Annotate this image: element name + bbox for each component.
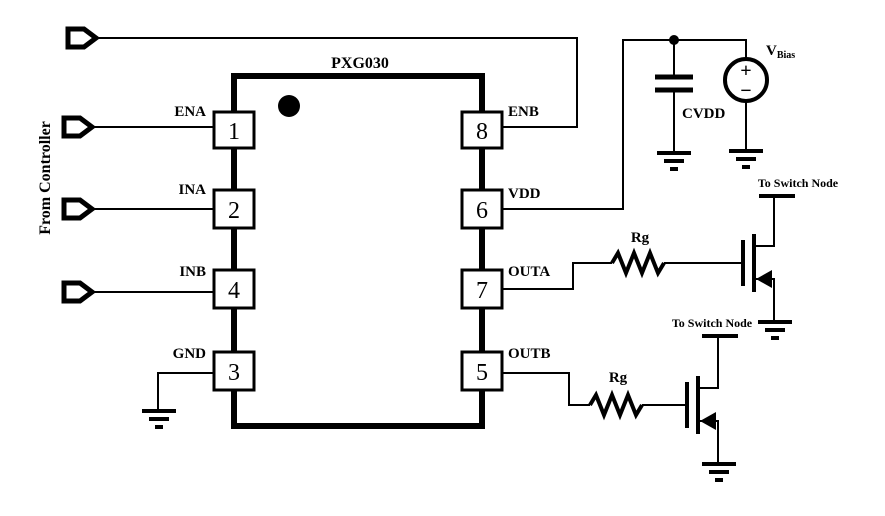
pin-label-ena: ENA: [174, 104, 206, 120]
ground-icon: [729, 149, 763, 169]
capacitor-icon: [655, 74, 693, 93]
wire-vdd: [502, 39, 747, 210]
pin-label-ina: INA: [178, 182, 206, 198]
wire-enb: [96, 37, 578, 128]
port-ina-input: [61, 197, 97, 221]
transistor-icon: [741, 196, 775, 320]
wire-outa: [502, 262, 612, 290]
chip-name: PXG030: [331, 55, 389, 72]
pin-5-outb: 5: [460, 350, 504, 392]
switch-node-label-top: To Switch Node: [758, 176, 839, 190]
pin-2-ina: 2: [212, 188, 256, 230]
vbias-label: VBias: [766, 43, 795, 61]
resistor-icon: [588, 389, 644, 421]
pin-6-number: 6: [476, 198, 488, 224]
wire-outb: [502, 372, 590, 406]
pin-label-enb: ENB: [508, 104, 539, 120]
pin-2-number: 2: [228, 198, 240, 224]
port-ena-input: [61, 115, 97, 139]
pin-4-inb: 4: [212, 268, 256, 310]
cvdd-label: CVDD: [682, 106, 725, 122]
pin-label-vdd: VDD: [508, 186, 541, 202]
minus-sign: −: [740, 80, 751, 102]
port-enb-input: [65, 26, 101, 50]
pin-4-number: 4: [228, 278, 240, 304]
pin-label-inb: INB: [179, 264, 206, 280]
rg-label-top: Rg: [631, 230, 650, 246]
voltage-source-icon: + −: [723, 57, 769, 103]
pin-7-number: 7: [476, 278, 488, 304]
pin-8-enb: 8: [460, 110, 504, 150]
rg-label-bottom: Rg: [609, 370, 628, 386]
pin-1-ena: 1: [212, 110, 256, 150]
pin-5-number: 5: [476, 360, 488, 386]
pin-3-gnd: 3: [212, 350, 256, 392]
resistor-icon: [610, 247, 666, 279]
ground-icon: [702, 462, 736, 482]
pin-label-gnd: GND: [173, 346, 207, 362]
pin-3-number: 3: [228, 360, 240, 386]
plus-sign: +: [740, 60, 751, 82]
port-inb-input: [61, 280, 97, 304]
pin-6-vdd: 6: [460, 188, 504, 230]
ground-icon: [657, 151, 691, 171]
pin-8-number: 8: [476, 119, 488, 145]
pin-label-outa: OUTA: [508, 264, 550, 280]
pin1-indicator-dot: [278, 95, 300, 117]
pin-7-outa: 7: [460, 268, 504, 310]
ground-icon: [142, 409, 176, 429]
pin-1-number: 1: [228, 119, 240, 145]
from-controller-label: From Controller: [37, 121, 54, 235]
transistor-icon: [685, 336, 719, 462]
ground-icon: [758, 320, 792, 340]
pin-label-outb: OUTB: [508, 346, 551, 362]
wire-gnd: [157, 372, 214, 410]
switch-node-label-bottom: To Switch Node: [672, 316, 753, 330]
ic-body: [231, 73, 485, 429]
